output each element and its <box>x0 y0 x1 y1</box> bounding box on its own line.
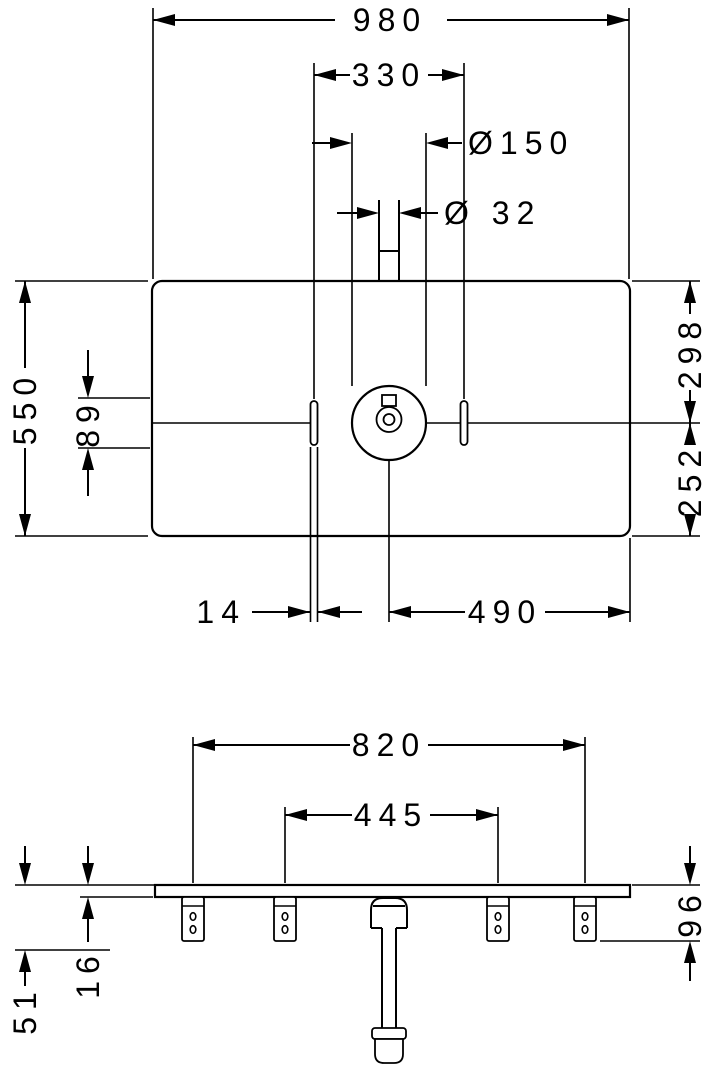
dim-bracket-drop: 96 <box>600 846 708 981</box>
dim-overall-depth-label: 550 <box>7 371 43 445</box>
dim-bracket-drop-ext <box>600 884 700 942</box>
dim-tap-spacing-ext <box>313 63 465 399</box>
mounting-brackets <box>181 896 597 942</box>
bracket-hole <box>281 924 289 935</box>
dim-overall-width-label: 980 <box>353 2 427 38</box>
drain-clamp-square <box>381 394 397 407</box>
bracket-1 <box>181 896 205 942</box>
dim-tap-hole-diameter-arrows <box>357 207 421 219</box>
trap-pipe <box>381 928 397 1028</box>
trap-cup <box>374 1038 404 1064</box>
dim-slot-width-ext <box>309 447 319 622</box>
dim-slot-width-label: 14 <box>196 594 246 630</box>
trap-collar <box>371 1027 407 1040</box>
dim-slot-length-label: 89 <box>70 398 106 448</box>
bracket-hole <box>494 924 502 935</box>
bracket-2 <box>273 896 297 942</box>
mounting-slot-right <box>459 400 469 446</box>
dim-bracket-span-outer: 820 <box>192 727 586 883</box>
mounting-slot-left <box>309 400 319 446</box>
bracket-hole <box>581 924 589 935</box>
bracket-hole <box>281 911 289 922</box>
dim-bracket-span-inner-label: 445 <box>354 797 428 833</box>
dim-slot-length: 89 <box>70 350 150 496</box>
dim-back-to-center-label: 298 <box>672 315 708 389</box>
bracket-holes <box>189 911 589 935</box>
bracket-hole <box>494 911 502 922</box>
dim-slot-width: 14 <box>196 447 362 630</box>
countertop-slab <box>153 883 632 899</box>
faucet-pipe <box>378 200 400 281</box>
dim-bracket-span-outer-ext <box>192 737 586 883</box>
bracket-hole <box>581 911 589 922</box>
dim-bracket-span-outer-label: 820 <box>352 727 426 763</box>
dim-back-to-center: 298 <box>632 280 708 423</box>
dim-drop-left: 51 <box>7 846 155 1035</box>
dim-center-to-edge-ext <box>388 460 631 622</box>
drain-assembly <box>350 384 428 462</box>
dim-center-to-front-label: 252 <box>672 443 708 517</box>
dim-center-to-edge-label: 490 <box>468 594 542 630</box>
dim-drain-diameter: Ø150 <box>312 125 574 386</box>
dim-slot-length-ext <box>78 397 150 449</box>
dim-top-thickness-label: 16 <box>70 949 106 999</box>
bracket-hole <box>189 911 197 922</box>
dim-overall-width-ext <box>152 8 630 279</box>
drain-bolt <box>382 413 396 426</box>
dim-drain-diameter-label: Ø150 <box>468 125 574 161</box>
dim-bracket-span-inner-arrows <box>285 809 498 821</box>
bracket-3 <box>486 896 510 942</box>
dim-drop-left-ext <box>15 884 155 951</box>
drain-trap <box>370 897 408 1064</box>
dim-bracket-span-inner-ext <box>284 807 499 883</box>
dim-top-thickness: 16 <box>70 846 153 999</box>
dim-center-to-edge: 490 <box>388 460 631 630</box>
dim-drop-left-arrows <box>19 863 31 972</box>
dim-overall-depth: 550 <box>7 280 148 537</box>
dim-tap-hole-diameter-label: Ø 32 <box>444 195 541 231</box>
top-view: 980 330 Ø150 Ø 32 550 <box>7 2 708 630</box>
dim-tap-hole-diameter: Ø 32 <box>337 195 541 231</box>
dim-bracket-drop-label: 96 <box>672 888 708 938</box>
dim-tap-spacing: 330 <box>313 57 465 399</box>
dim-overall-depth-ext <box>15 280 148 537</box>
dim-center-to-front: 252 <box>632 423 708 537</box>
dim-overall-width: 980 <box>152 2 630 279</box>
bracket-hole <box>189 924 197 935</box>
dim-bracket-span-inner: 445 <box>284 797 499 883</box>
dim-top-thickness-arrows <box>82 863 94 919</box>
dim-slot-width-arrows <box>288 606 340 618</box>
dim-bracket-drop-arrows <box>684 863 696 963</box>
dim-drop-left-label: 51 <box>7 985 43 1035</box>
dim-drain-diameter-arrows <box>330 137 448 149</box>
trap-dome <box>370 897 408 929</box>
bracket-4 <box>573 896 597 942</box>
dim-slot-length-arrows <box>82 376 94 470</box>
dim-tap-spacing-label: 330 <box>352 57 426 93</box>
front-view: 820 445 51 16 96 <box>7 727 708 1064</box>
dim-drain-diameter-ext <box>351 133 427 386</box>
